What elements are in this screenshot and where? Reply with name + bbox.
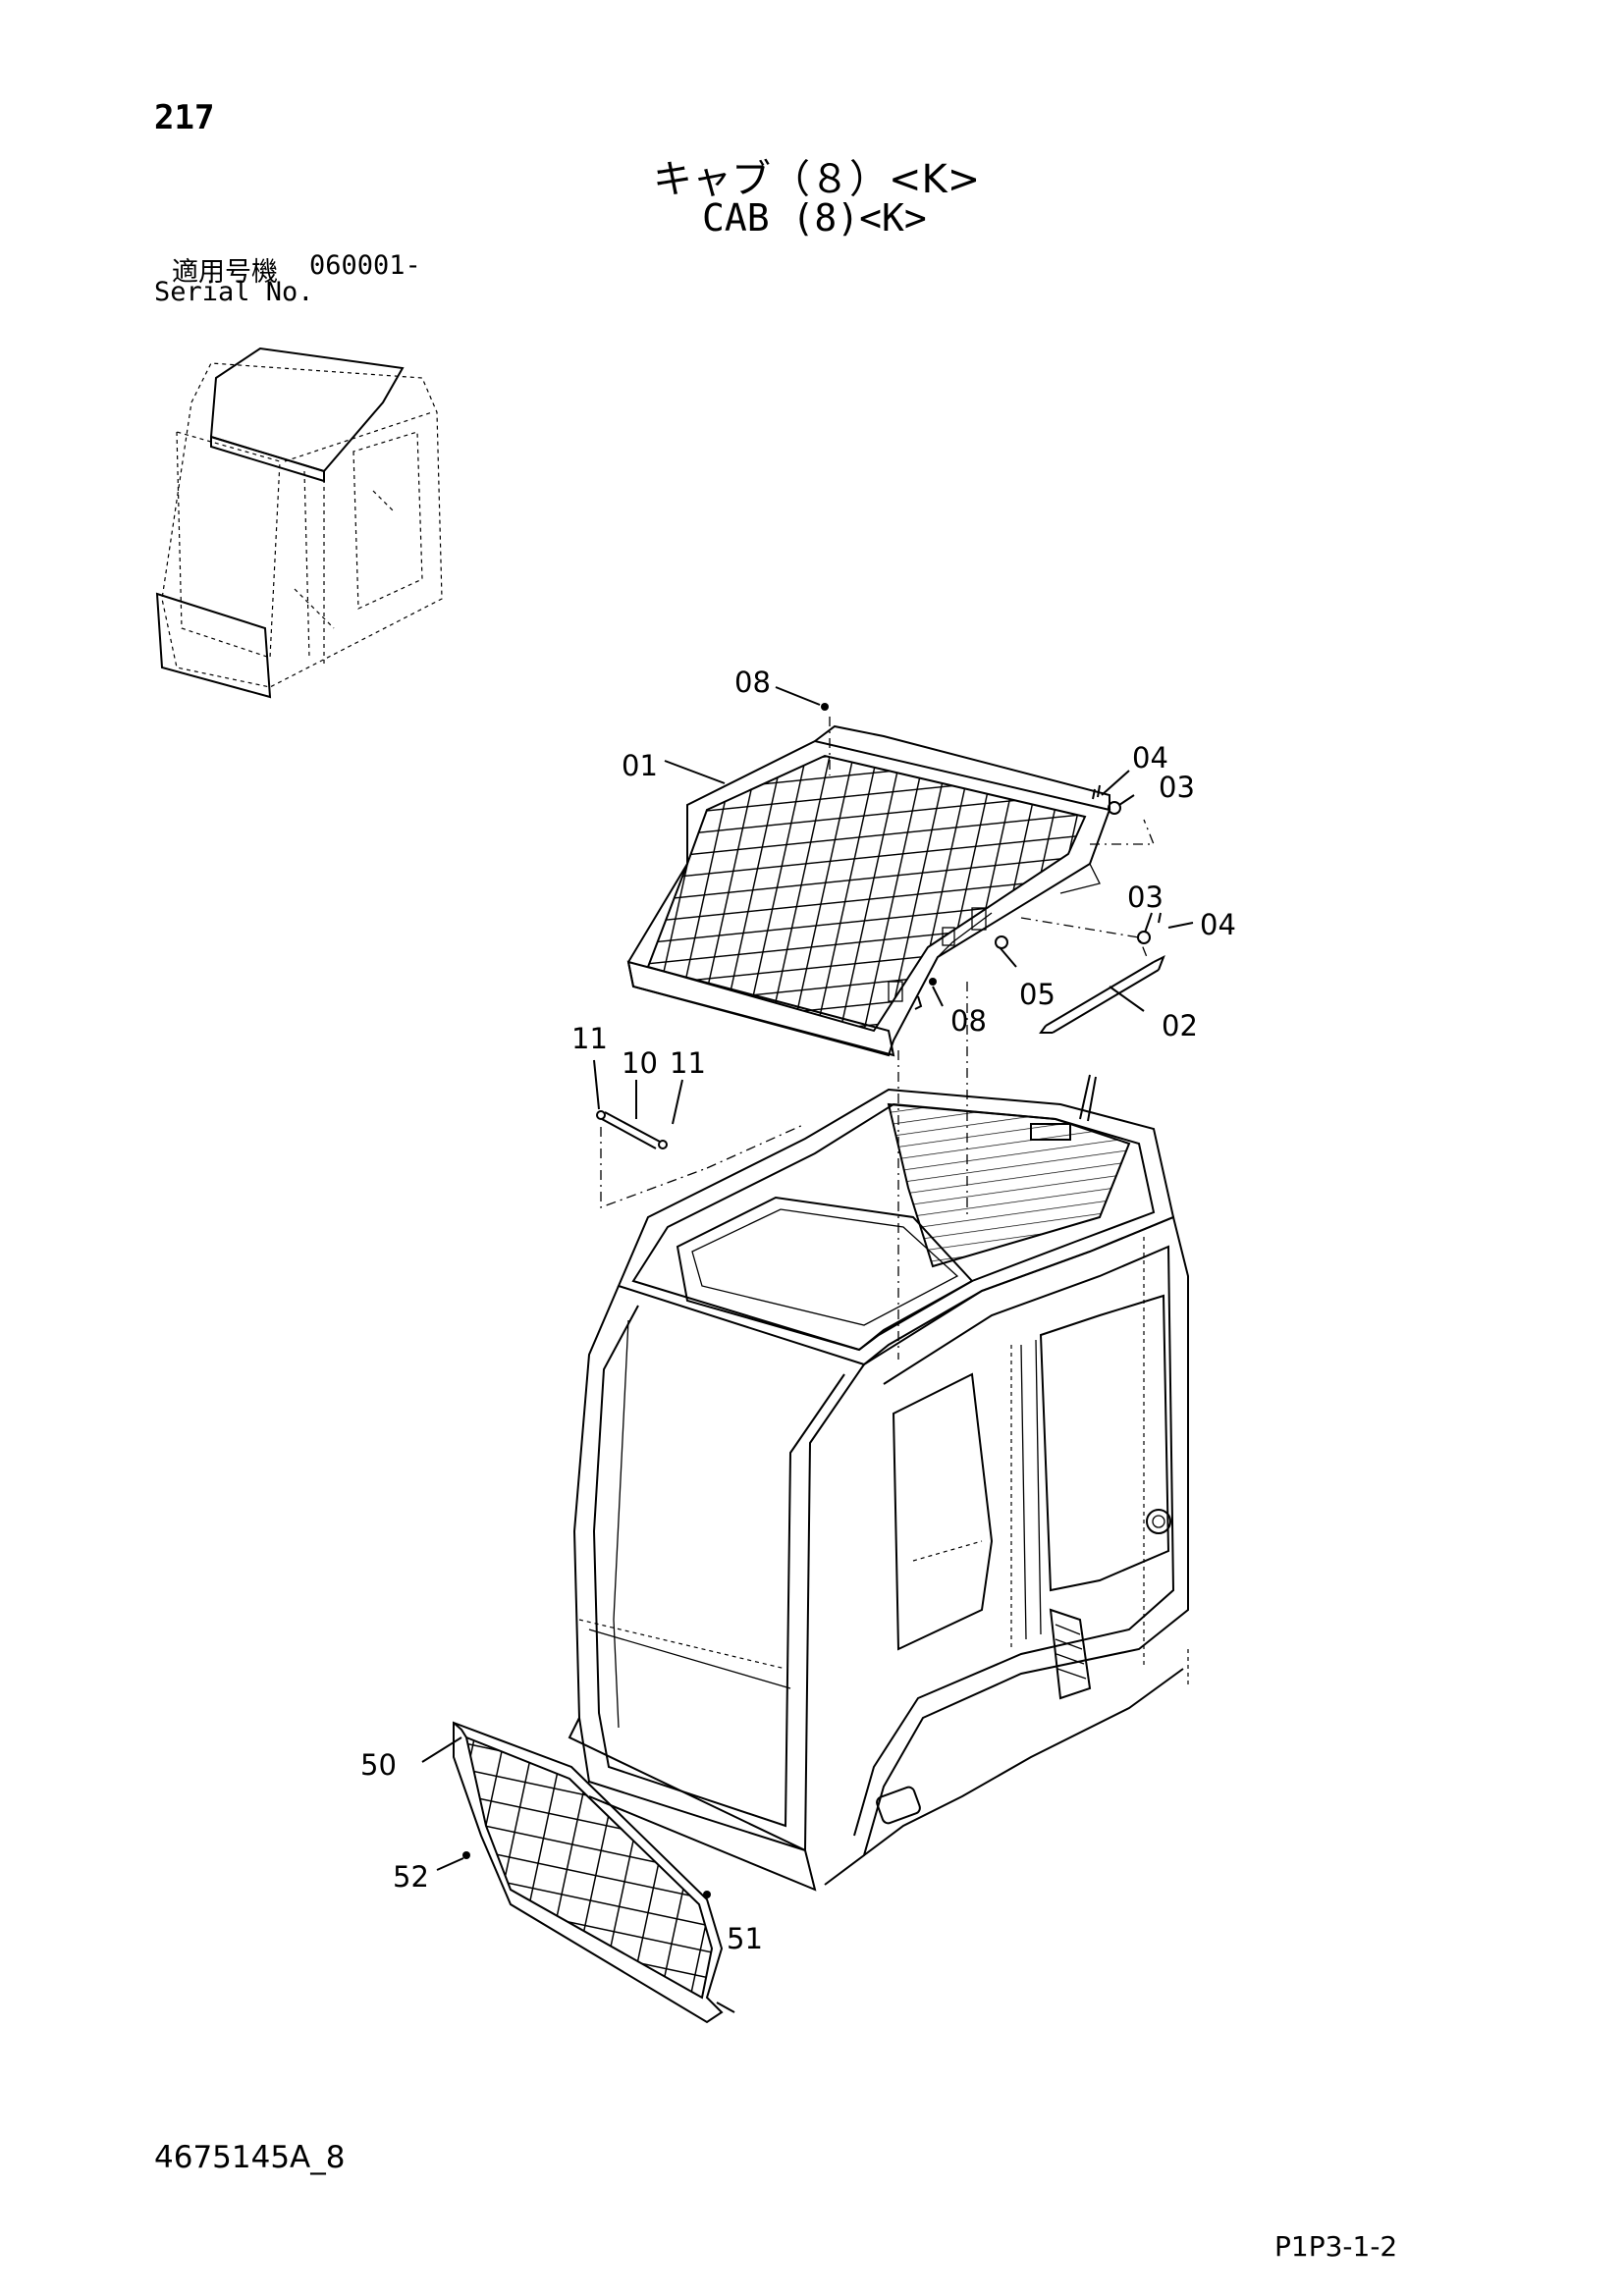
callout-51: 51: [727, 1922, 763, 1955]
page-code: P1P3-1-2: [1274, 2230, 1398, 2263]
callout-labels: 08 01 04 03 03 04 05 08 02 11 10 11 50 5…: [360, 666, 1236, 1955]
callout-08-top: 08: [734, 666, 771, 699]
callout-04-upper: 04: [1132, 741, 1168, 774]
page-number: 217: [154, 98, 215, 137]
bracket-rod-02: [1039, 954, 1165, 1034]
leader-lines: [421, 686, 1194, 2013]
callout-04-lower: 04: [1200, 908, 1236, 941]
page-title-en: CAB (8)<K>: [702, 196, 927, 240]
callout-03-lower: 03: [1127, 881, 1164, 914]
page-title-ja: キャブ（８）<K>: [653, 157, 981, 202]
roof-guard-01: [626, 724, 1111, 1057]
serial-label-ja: 適用号機: [172, 257, 278, 288]
callout-10: 10: [622, 1046, 658, 1080]
cab-body: [568, 1074, 1189, 1892]
document-code: 4675145A_8: [154, 2140, 346, 2175]
callout-02: 02: [1162, 1009, 1198, 1042]
callout-52: 52: [393, 1860, 429, 1894]
gas-spring-10: [596, 1110, 668, 1149]
thumbnail-cab-overview: [155, 347, 443, 699]
front-guard-50: [453, 1721, 724, 2024]
callout-11-right: 11: [670, 1046, 706, 1080]
callout-50: 50: [360, 1748, 397, 1782]
callout-01: 01: [622, 749, 658, 782]
callout-05: 05: [1019, 978, 1056, 1011]
callout-08-mid: 08: [950, 1004, 987, 1038]
serial-label-en: Serial No.: [154, 277, 314, 307]
callout-03-upper: 03: [1159, 771, 1195, 804]
callout-11-left: 11: [571, 1022, 608, 1055]
serial-value: 060001-: [309, 250, 421, 281]
